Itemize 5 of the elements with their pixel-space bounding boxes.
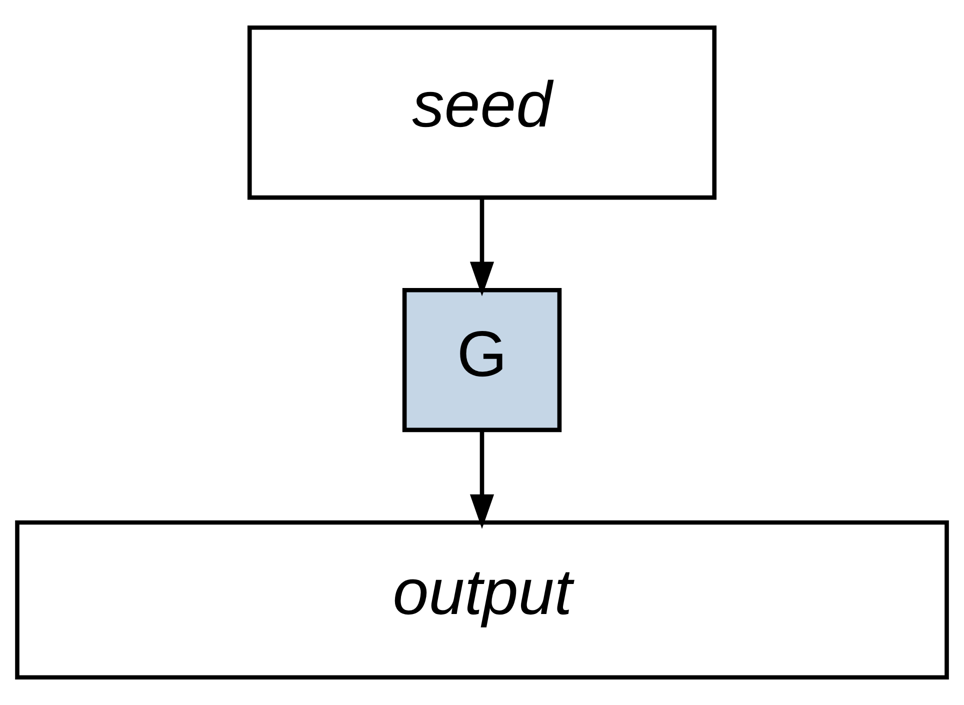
arrow xyxy=(470,198,494,296)
node-box: output xyxy=(15,520,949,680)
arrow xyxy=(470,430,494,529)
node-box: seed xyxy=(247,25,717,200)
node-box: G xyxy=(402,288,562,432)
